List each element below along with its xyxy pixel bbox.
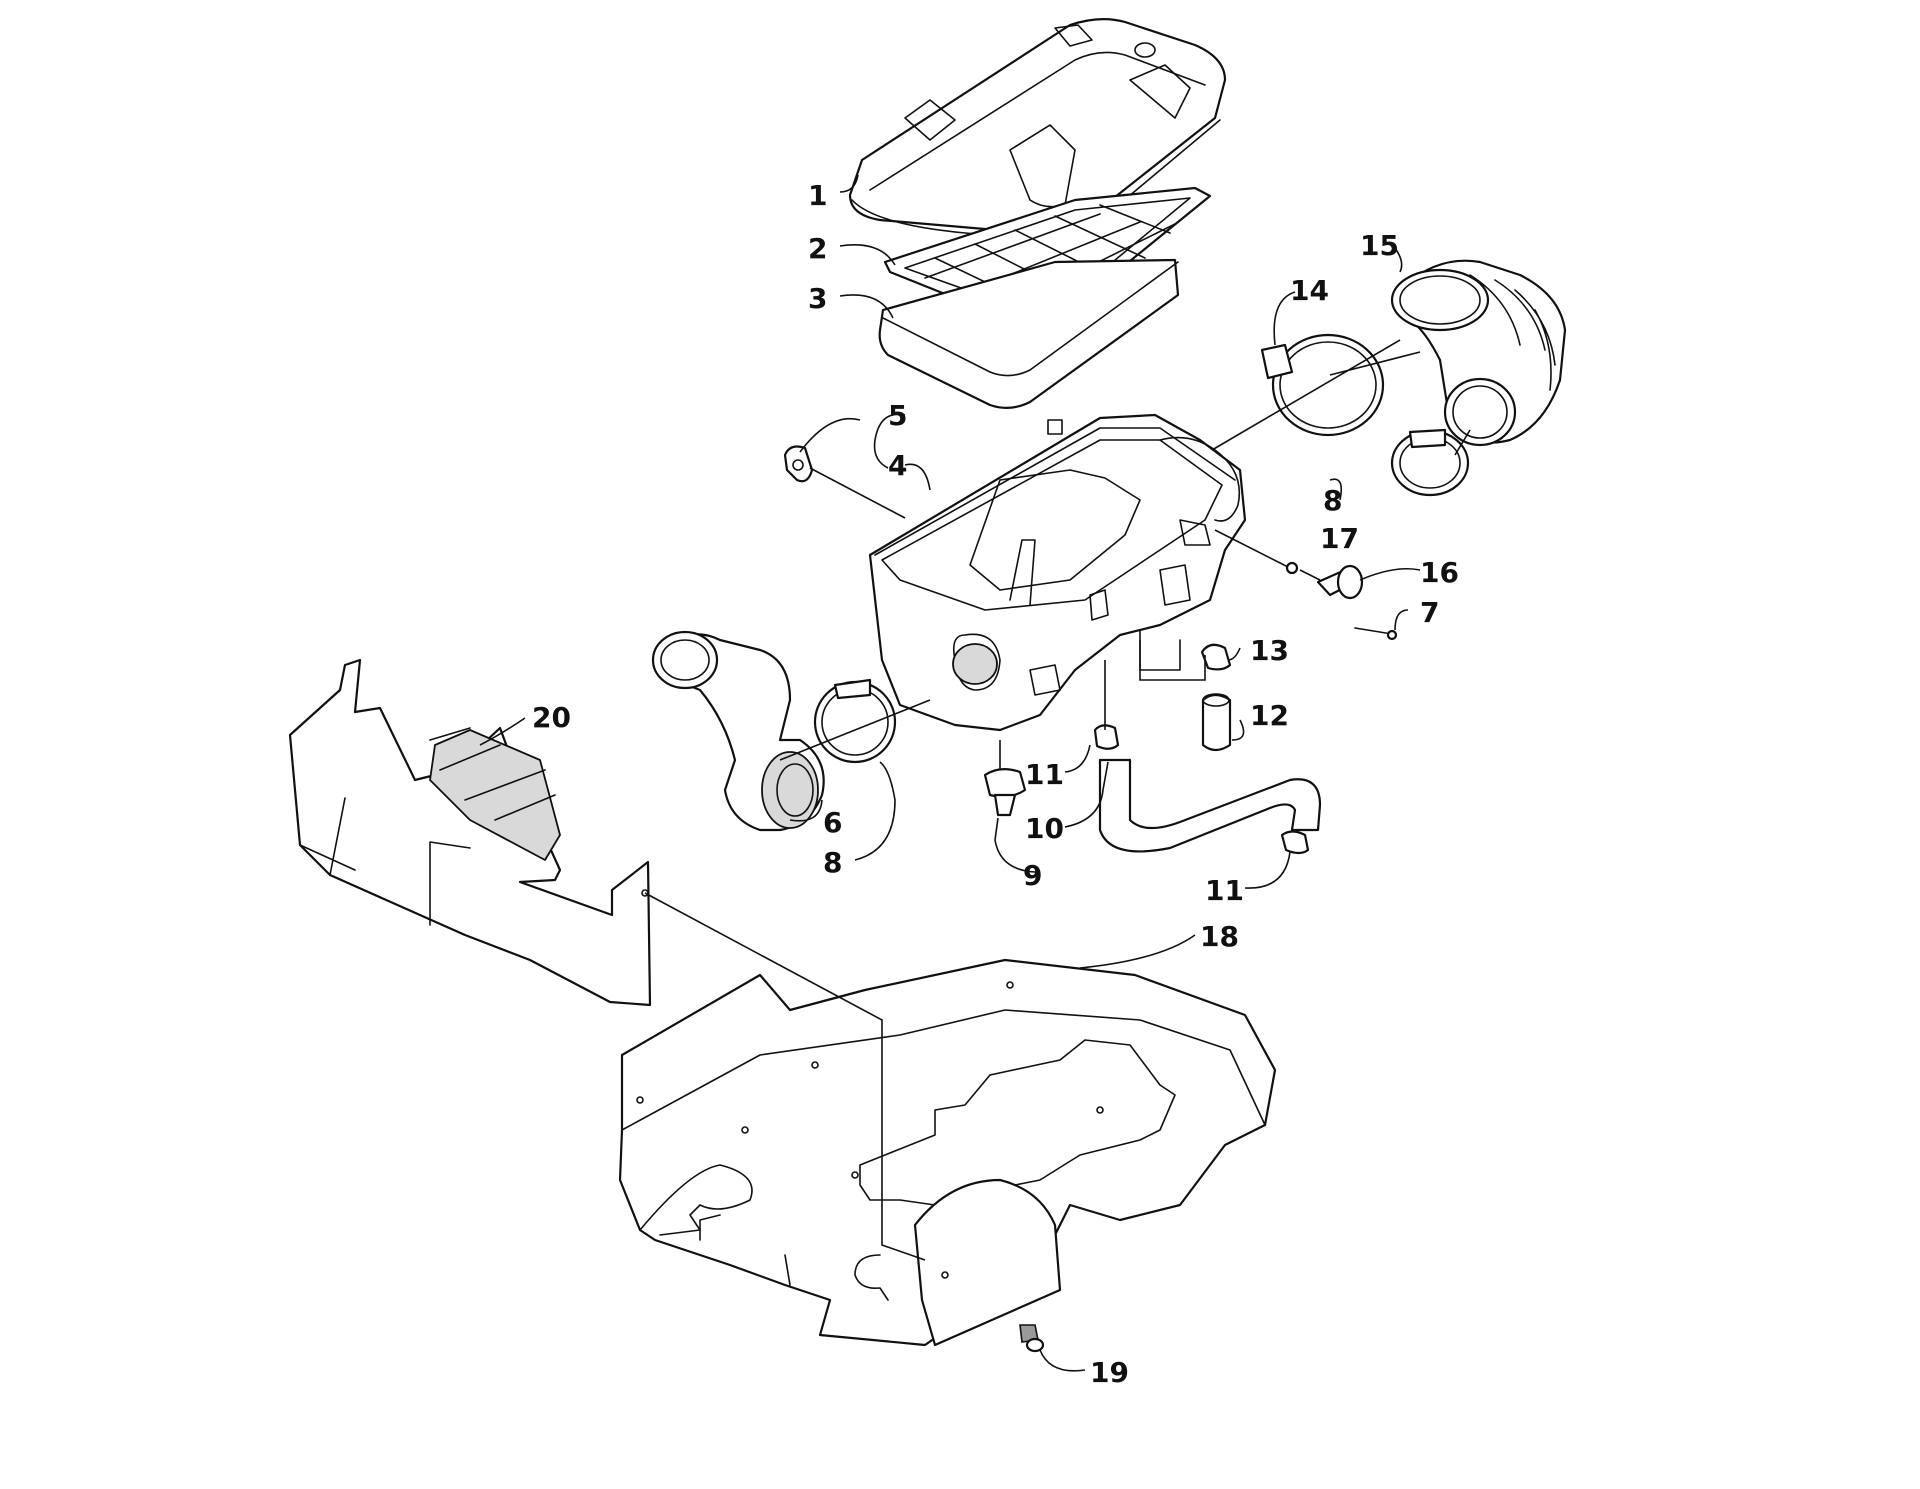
callout-6: 6 (823, 806, 842, 839)
air-box-housing (868, 413, 1247, 732)
screw-7 (1354, 627, 1393, 635)
clamp-upper (1390, 428, 1470, 497)
intake-duct (651, 630, 825, 832)
assembly-lines (644, 339, 1471, 1261)
clamp-11-upper (1093, 724, 1120, 750)
clamp-11-lower (1280, 830, 1310, 855)
clip-part-5 (783, 445, 814, 483)
callout-4: 4 (888, 449, 907, 482)
callout-8-lower: 8 (823, 846, 842, 879)
skid-plate (618, 958, 1277, 1347)
callout-18: 18 (1200, 920, 1239, 953)
callout-20: 20 (532, 701, 571, 734)
filter-element (878, 258, 1180, 409)
drain-parts (1285, 561, 1398, 641)
callout-11-upper: 11 (1025, 758, 1064, 791)
callout-1: 1 (808, 179, 827, 212)
hose-10 (1098, 758, 1322, 853)
callout-14: 14 (1290, 274, 1329, 307)
heat-shield (288, 658, 652, 1007)
clamp-ring-14 (1260, 333, 1385, 437)
air-box-cover (848, 18, 1227, 238)
callout-9: 9 (1023, 859, 1042, 892)
callout-10: 10 (1025, 812, 1064, 845)
callout-leaders (479, 174, 1421, 1372)
callout-8-upper: 8 (1323, 484, 1342, 517)
o-ring-17 (1285, 561, 1299, 575)
callout-2: 2 (808, 232, 827, 265)
callout-labels: 1 2 3 4 5 6 7 8 8 9 10 11 11 12 13 14 15… (532, 179, 1459, 1389)
intake-boot (1390, 259, 1567, 447)
clamp-lower (813, 678, 897, 764)
callout-15: 15 (1360, 229, 1399, 262)
fitting-9 (983, 768, 1027, 798)
hose-12 (1201, 693, 1232, 752)
clamp-13-and-hose-12 (1200, 643, 1232, 752)
callout-16: 16 (1420, 556, 1459, 589)
callout-11-lower: 11 (1205, 874, 1244, 907)
callout-7: 7 (1420, 596, 1439, 629)
callout-5: 5 (888, 399, 907, 432)
clamp-13 (1200, 643, 1232, 671)
callout-13: 13 (1250, 634, 1289, 667)
drain-hose-assembly (983, 724, 1322, 855)
callout-17: 17 (1320, 522, 1359, 555)
screw-19 (1019, 1324, 1045, 1353)
callout-19: 19 (1090, 1356, 1129, 1389)
callout-12: 12 (1250, 699, 1289, 732)
callout-3: 3 (808, 282, 827, 315)
